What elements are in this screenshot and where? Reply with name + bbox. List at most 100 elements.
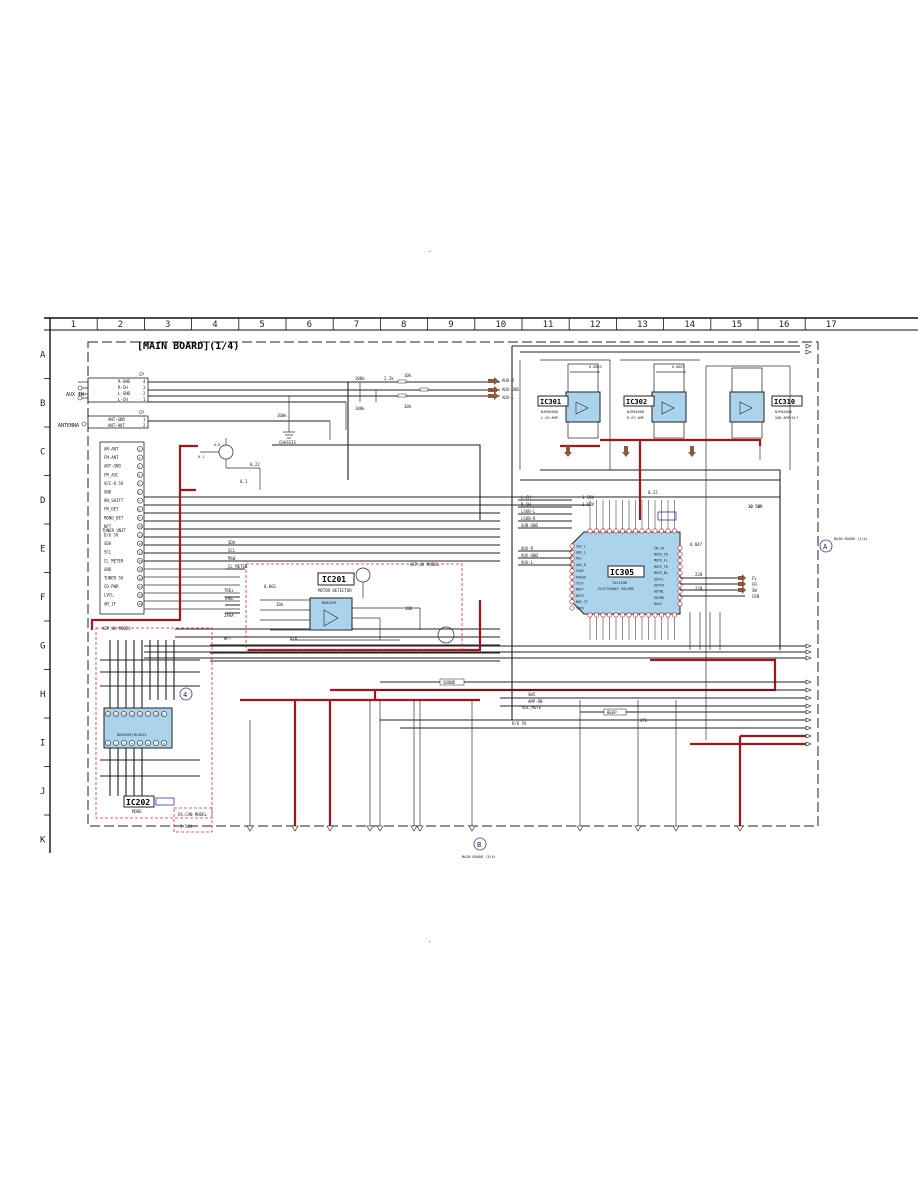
ic310-part: NJM4580D bbox=[775, 410, 792, 414]
bus-tag: D/U 5V bbox=[512, 721, 527, 726]
tuner-pin-num: 7 bbox=[138, 499, 140, 503]
ic202-pin bbox=[161, 740, 167, 746]
ic305-pin-label: PHASE bbox=[576, 575, 586, 579]
tuner-pin-label: FM-ANT bbox=[104, 455, 119, 460]
output-label: FR bbox=[752, 582, 757, 587]
column-label: 12 bbox=[590, 320, 601, 330]
tuner-pin-label: VCC-8.5V bbox=[104, 481, 124, 486]
ic305-pin bbox=[587, 528, 593, 534]
output-label: SW bbox=[752, 588, 757, 593]
ic305-pin bbox=[587, 612, 593, 618]
ref-4-circle: 4 bbox=[183, 691, 187, 699]
column-label: 13 bbox=[637, 320, 648, 330]
right-connector bbox=[805, 687, 812, 693]
ic305-pin bbox=[658, 528, 664, 534]
tuner-pin-num: 11 bbox=[138, 533, 142, 537]
ic305-pin bbox=[619, 612, 625, 618]
ic305-pin bbox=[606, 528, 612, 534]
top-dot: . bbox=[428, 247, 432, 254]
right-connector bbox=[805, 741, 812, 747]
tuner-pin-label: CD-PWR bbox=[104, 584, 119, 589]
tuner-pin bbox=[137, 600, 143, 607]
right-connector bbox=[805, 343, 812, 349]
ic305-pin-label: IN-1R bbox=[654, 546, 664, 550]
ic301-part: NJM4580D bbox=[541, 410, 558, 414]
column-label: 7 bbox=[354, 320, 359, 330]
ic305-pin bbox=[645, 528, 651, 534]
svg-text:0.8: 0.8 bbox=[214, 443, 220, 447]
ic310: IC310 NJM4580D SUB AMP/SLT bbox=[705, 365, 803, 740]
tuner-pin bbox=[137, 566, 143, 573]
ic310-func: SUB AMP/SLT bbox=[775, 416, 799, 420]
ic202-pin-num: 2 bbox=[115, 741, 117, 745]
ref-b-letter: B bbox=[477, 841, 481, 849]
ic202-pin bbox=[145, 711, 151, 717]
ic302-part: NJM4580D bbox=[627, 410, 644, 414]
tuner-unit-label: TUNER UNIT bbox=[102, 528, 127, 533]
tuner-pin bbox=[137, 506, 143, 513]
row-label: I bbox=[40, 738, 45, 748]
aux-pin-num: 4 bbox=[143, 379, 146, 384]
ic202-name: IC202 bbox=[126, 798, 150, 807]
ic305-pin-label: MUTE bbox=[576, 594, 584, 598]
ant-pin-num: 1 bbox=[143, 417, 146, 422]
ic305-pin bbox=[569, 574, 575, 580]
ic301: IC301 NJM4580D L-CH AMP 0.0033 bbox=[519, 359, 610, 470]
grid-frame bbox=[44, 317, 918, 853]
column-label: 17 bbox=[826, 320, 837, 330]
ic-top-wiring: 10 50V 0.22 bbox=[511, 345, 800, 720]
tuner-pin-label: MONO_DET bbox=[104, 515, 124, 520]
tuner-pin-num: 17 bbox=[138, 585, 142, 589]
bus-tag: AMP-ON bbox=[528, 699, 543, 704]
ic305-input-label: LSUB-L bbox=[521, 509, 536, 514]
ic301-name: IC301 bbox=[540, 398, 561, 406]
tuner-pin-label: LVCL bbox=[104, 593, 114, 598]
ic202-pin-num: 9 bbox=[162, 712, 164, 716]
ref-b-text: MAIN BOARD (3/4) bbox=[462, 855, 496, 859]
bottom-bus-lines: SOUND SW5 AMP-ON VOL_MUTE BEEP D/U 5V 47… bbox=[144, 343, 812, 832]
ic202-pin-num: 7 bbox=[155, 741, 157, 745]
row-label: C bbox=[40, 447, 45, 457]
bottom-connector bbox=[326, 825, 334, 832]
column-label: 11 bbox=[543, 320, 554, 330]
bottom-connector bbox=[291, 825, 299, 832]
bus-label: SDA bbox=[228, 540, 236, 545]
tuner-pin-num: 4 bbox=[138, 473, 140, 477]
ic305-pin bbox=[665, 528, 671, 534]
ic305: IC305 TA2149N ELECTRONIC VOLUME IN1_LAUX… bbox=[569, 500, 683, 640]
bus-tag: VOL_MUTE bbox=[522, 705, 542, 710]
tuner-pin-num: 2 bbox=[138, 456, 140, 460]
ic305-input-label: LSUB-R bbox=[521, 516, 536, 521]
value-label: 1 50V bbox=[582, 495, 595, 500]
ic302: IC302 NJM4580D R-CH AMP 0.0033 bbox=[609, 359, 700, 470]
board-title: [MAIN BOARD](1/4) bbox=[137, 341, 239, 352]
ic305-pin bbox=[613, 612, 619, 618]
output-label: CEN bbox=[752, 594, 760, 599]
ic305-pin bbox=[613, 528, 619, 534]
row-label: G bbox=[40, 641, 45, 651]
bus-label: 2AVA bbox=[224, 613, 234, 618]
ic305-pin-label: MUTE_FL bbox=[654, 559, 668, 563]
right-connector bbox=[805, 725, 812, 731]
tuner-pin-num: 9 bbox=[138, 516, 140, 520]
aux-arrow-label: AUX-GND bbox=[502, 387, 519, 392]
aux-arrow-label: AUX-R bbox=[502, 378, 515, 383]
ic202-pin-num: 14 bbox=[122, 712, 126, 716]
value-label: 1 50V bbox=[582, 502, 595, 507]
ic305-input-label: L-CH bbox=[521, 495, 531, 500]
ref-b: B MAIN BOARD (3/4) bbox=[462, 837, 496, 859]
bottom-connector bbox=[246, 825, 254, 832]
column-label: 6 bbox=[307, 320, 312, 330]
ic305-pin-label: OUTFR bbox=[654, 584, 664, 588]
transistor-group: 0.8 0.1 0.22 0.1 bbox=[198, 438, 261, 490]
tuner-pin bbox=[137, 514, 143, 521]
right-connector bbox=[805, 733, 812, 739]
bus-label: TREx bbox=[224, 588, 234, 593]
ic305-pin bbox=[626, 612, 632, 618]
tuner-pin bbox=[137, 583, 143, 590]
tuner-pin-num: 14 bbox=[138, 559, 142, 563]
column-label: 10 bbox=[495, 320, 506, 330]
right-connector bbox=[805, 709, 812, 715]
tuner-pin bbox=[137, 523, 143, 530]
ic305-pin bbox=[626, 528, 632, 534]
